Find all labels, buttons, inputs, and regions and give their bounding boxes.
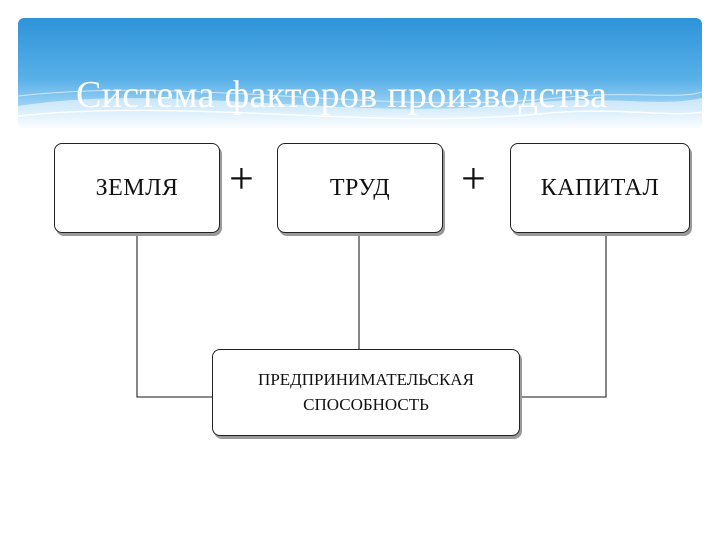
wave-decoration — [18, 89, 702, 130]
entrepreneurship-label-line2: СПОСОБНОСТЬ — [303, 394, 429, 414]
entrepreneurship-box: ПРЕДПРИНИМАТЕЛЬСКАЯ СПОСОБНОСТЬ — [212, 349, 520, 436]
factor-capital-label: КАПИТАЛ — [540, 174, 660, 201]
factor-capital-box: КАПИТАЛ — [510, 143, 690, 233]
factor-land-label: ЗЕМЛЯ — [95, 174, 179, 201]
factor-labor-label: ТРУД — [329, 174, 391, 201]
title-banner: Система факторов производства — [18, 18, 702, 130]
slide-title: Система факторов производства — [76, 74, 608, 116]
factor-labor-box: ТРУД — [277, 143, 443, 233]
plus-sign: + — [461, 154, 486, 203]
entrepreneurship-label-line1: ПРЕДПРИНИМАТЕЛЬСКАЯ — [258, 369, 474, 389]
plus-sign: + — [229, 154, 254, 203]
factor-land-box: ЗЕМЛЯ — [54, 143, 220, 233]
